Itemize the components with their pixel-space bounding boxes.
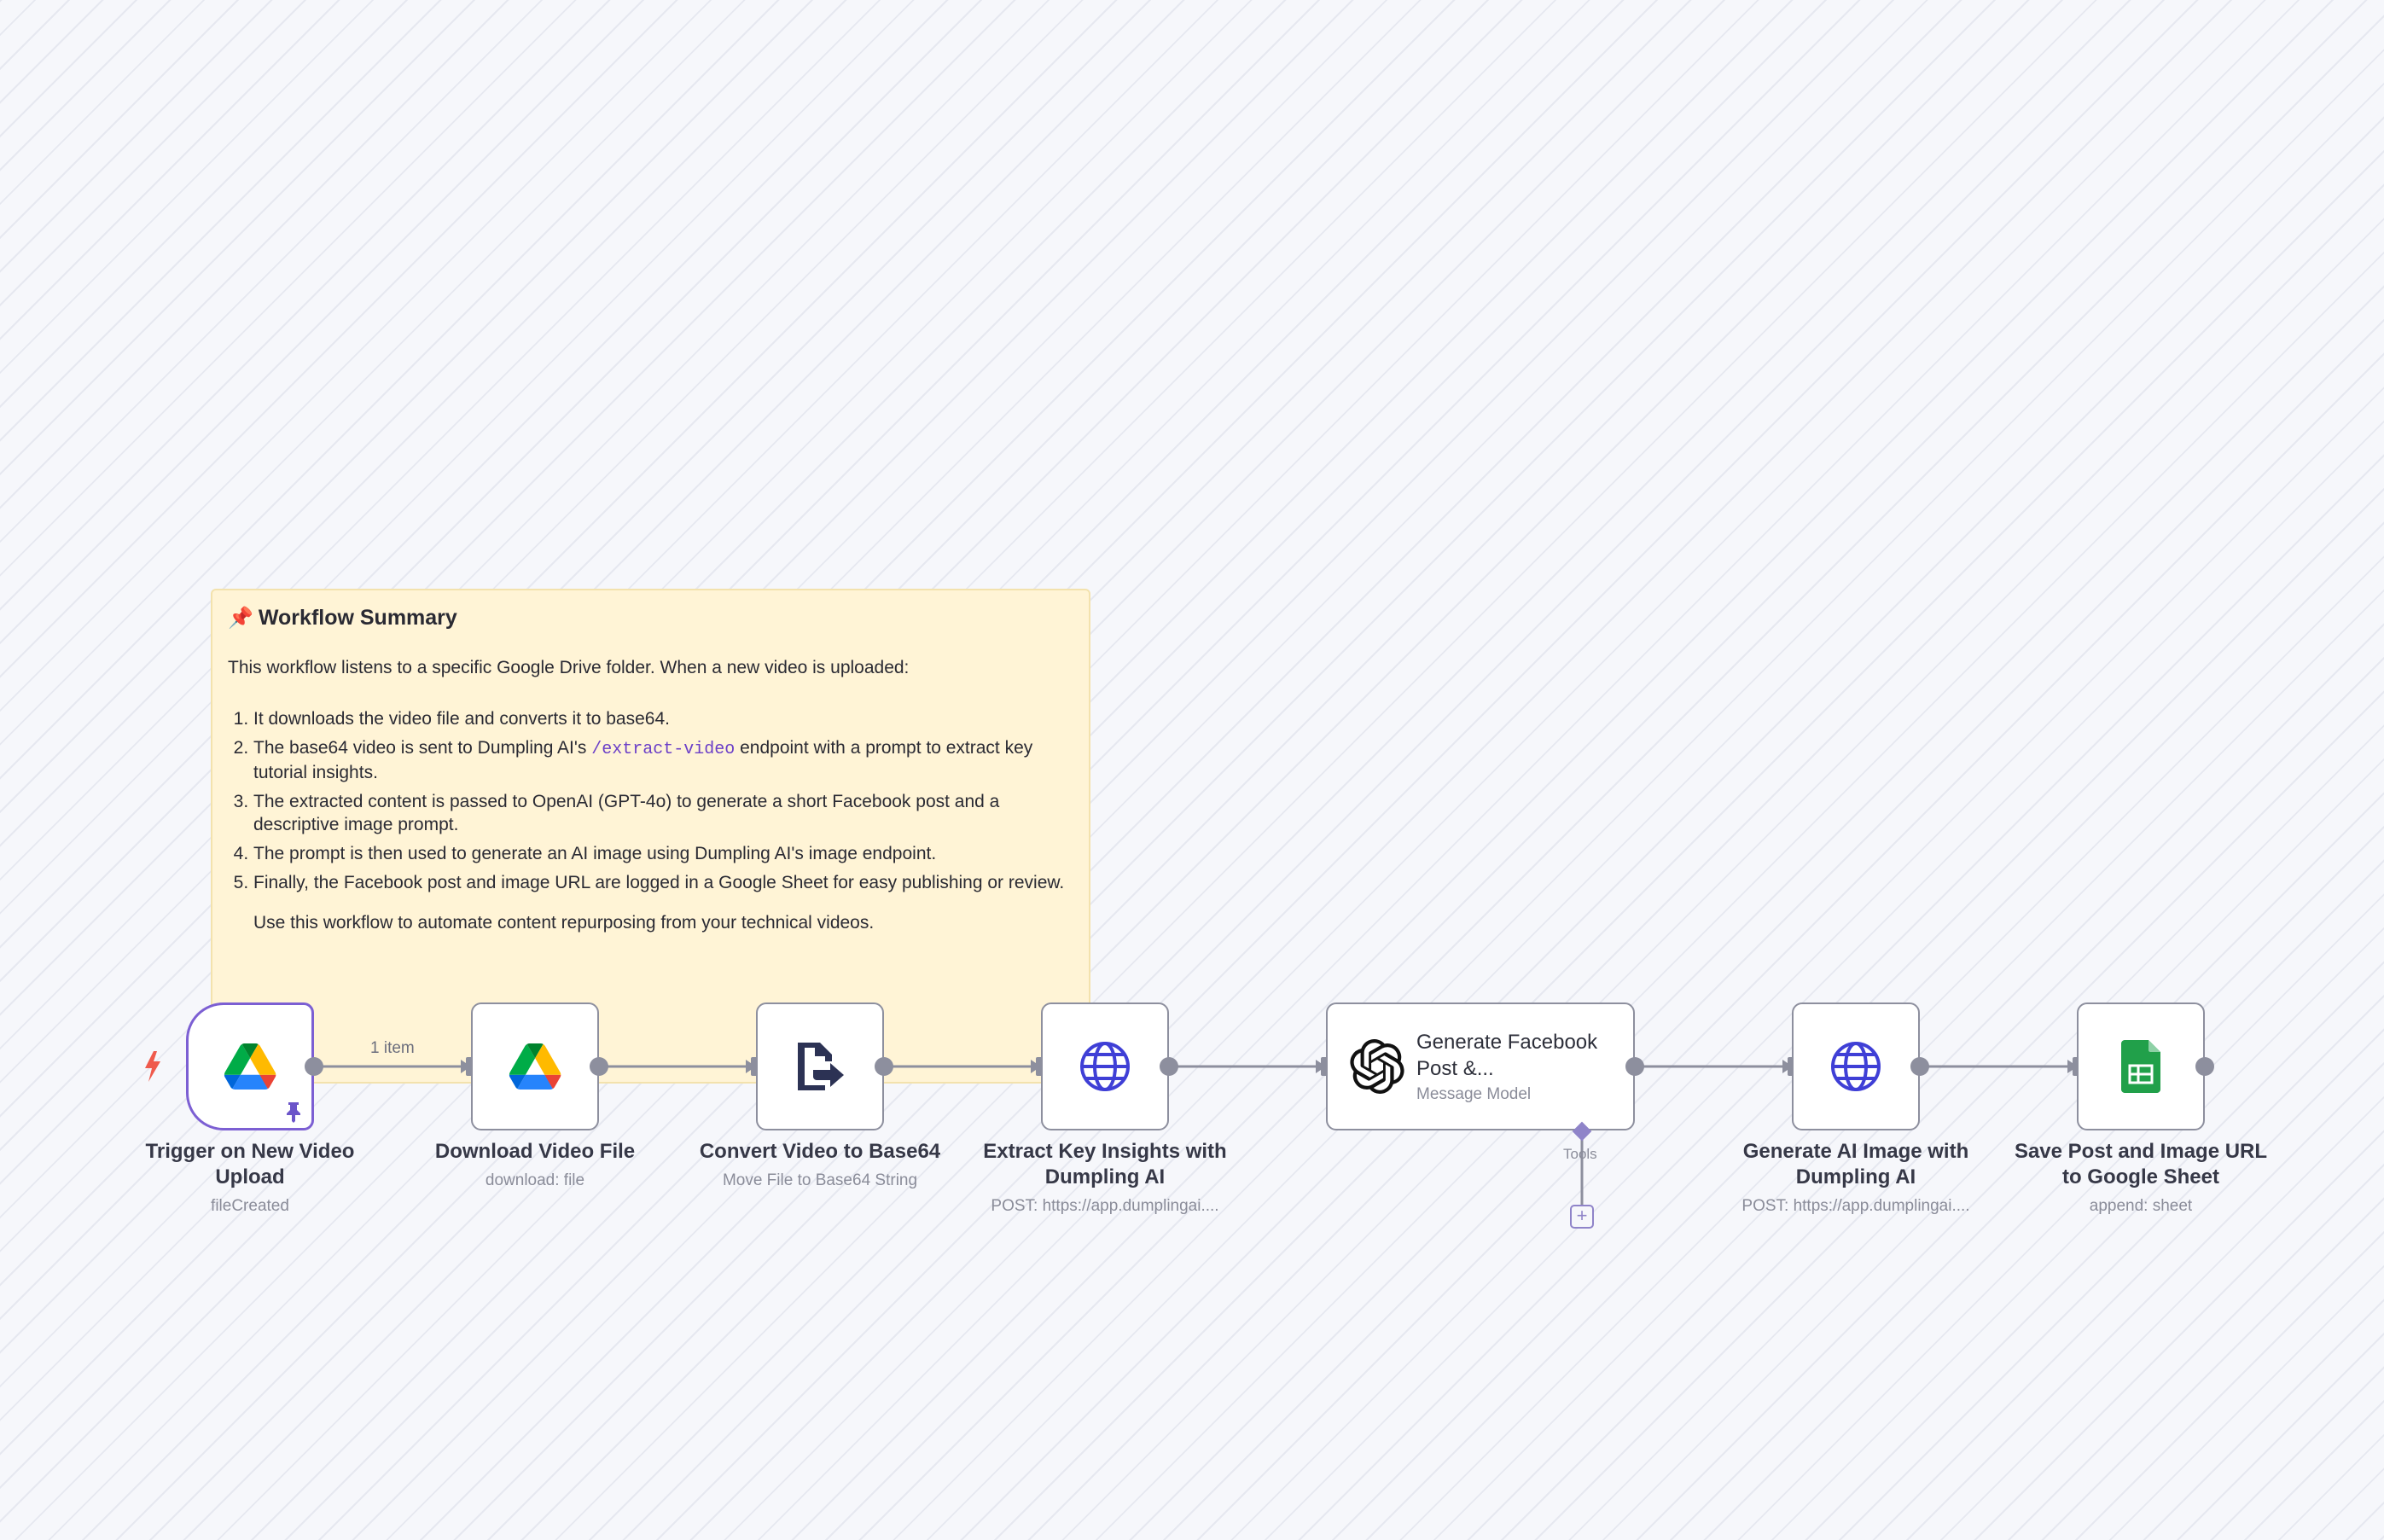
node-save-google-sheet[interactable] [2077,1002,2205,1130]
note-step: The prompt is then used to generate an A… [253,842,1072,865]
node-download-video[interactable] [471,1002,599,1130]
output-handle[interactable] [2195,1057,2214,1076]
note-intro: This workflow listens to a specific Goog… [228,658,910,677]
items-count-label: 1 item [370,1039,415,1057]
input-handle[interactable] [751,1057,759,1076]
note-outro: Use this workflow to automate content re… [253,913,875,933]
node-text: Generate Facebook Post &... Message Mode… [1416,1029,1604,1104]
node-title: Save Post and Image URL to Google Sheet [2014,1140,2268,1188]
workflow-summary-note[interactable]: 📌 Workflow Summary This workflow listens… [211,589,1090,1084]
output-handle[interactable] [1910,1057,1929,1076]
note-steps: It downloads the video file and converts… [228,707,1072,894]
add-tool-button[interactable]: + [1570,1205,1594,1229]
pinned-data-icon [287,1102,300,1123]
node-trigger-new-video[interactable] [186,1002,314,1130]
node-subtitle: Move File to Base64 String [722,1171,918,1189]
output-handle[interactable] [305,1057,323,1076]
convert-file-icon [798,1043,844,1090]
node-title: Generate Facebook Post &... [1416,1031,1598,1080]
note-step: The base64 video is sent to Dumpling AI'… [253,736,1072,784]
node-title: Download Video File [434,1140,636,1163]
endpoint-code: /extract-video [591,740,736,759]
input-handle[interactable] [466,1057,474,1076]
globe-icon [1831,1042,1881,1091]
node-title: Convert Video to Base64 [699,1140,941,1163]
output-handle[interactable] [875,1057,893,1076]
google-sheets-icon [2121,1040,2160,1093]
output-handle[interactable] [1625,1057,1644,1076]
node-generate-ai-image[interactable] [1792,1002,1920,1130]
google-drive-icon [224,1043,276,1090]
node-extract-insights[interactable] [1041,1002,1169,1130]
note-step: Finally, the Facebook post and image URL… [253,871,1072,894]
node-title: Extract Key Insights with Dumpling AI [983,1140,1227,1188]
input-handle[interactable] [1321,1057,1329,1076]
openai-icon [1350,1039,1404,1094]
node-generate-facebook-post[interactable]: Generate Facebook Post &... Message Mode… [1326,1002,1635,1130]
node-title: Generate AI Image with Dumpling AI [1742,1140,1969,1188]
node-subtitle: Message Model [1416,1085,1532,1103]
node-subtitle: download: file [485,1171,585,1189]
node-convert-base64[interactable] [756,1002,884,1130]
note-title: 📌 Workflow Summary [228,606,457,630]
node-subtitle: POST: https://app.dumplingai.... [1741,1197,1970,1215]
trigger-bolt-icon [145,1051,160,1082]
node-title: Trigger on New Video Upload [145,1140,355,1188]
node-subtitle: append: sheet [2089,1197,2193,1215]
output-handle[interactable] [1160,1057,1178,1076]
google-drive-icon [509,1043,561,1090]
note-step: The extracted content is passed to OpenA… [253,790,1072,836]
globe-icon [1080,1042,1130,1091]
input-handle[interactable] [1036,1057,1044,1076]
pushpin-icon: 📌 [228,607,253,630]
tools-label: Tools [1563,1146,1597,1162]
output-handle[interactable] [590,1057,608,1076]
node-subtitle: fileCreated [211,1197,289,1215]
node-subtitle: POST: https://app.dumplingai.... [991,1197,1219,1215]
note-step: It downloads the video file and converts… [253,707,1072,730]
